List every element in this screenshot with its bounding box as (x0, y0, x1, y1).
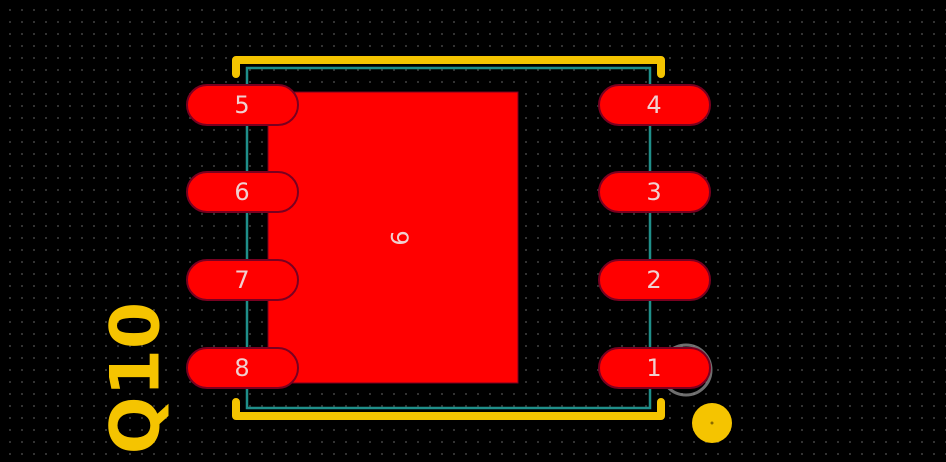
pad-3[interactable]: 3 (598, 171, 711, 213)
pad-label: 6 (234, 178, 249, 206)
pad-label: 1 (646, 354, 661, 382)
pad-label: 7 (234, 266, 249, 294)
pad-4[interactable]: 4 (598, 84, 711, 126)
reference-designator[interactable]: Q10 (97, 302, 176, 454)
pad-label: 8 (234, 354, 249, 382)
pad-label: 3 (646, 178, 661, 206)
pad-label: 5 (234, 91, 249, 119)
pad-label: 4 (646, 91, 661, 119)
thermal-pad-label: 9 (385, 230, 413, 245)
pad-2[interactable]: 2 (598, 259, 711, 301)
pad-label: 2 (646, 266, 661, 294)
pad-5[interactable]: 5 (186, 84, 299, 126)
courtyard-outline (245, 66, 652, 410)
pin1-marker-icon (692, 403, 732, 443)
silkscreen-bottom-bracket (232, 398, 665, 420)
silkscreen-top-bracket (232, 56, 665, 78)
pad-7[interactable]: 7 (186, 259, 299, 301)
pad-8[interactable]: 8 (186, 347, 299, 389)
pad-6[interactable]: 6 (186, 171, 299, 213)
pad-1[interactable]: 1 (598, 347, 711, 389)
thermal-pad[interactable] (267, 91, 519, 384)
